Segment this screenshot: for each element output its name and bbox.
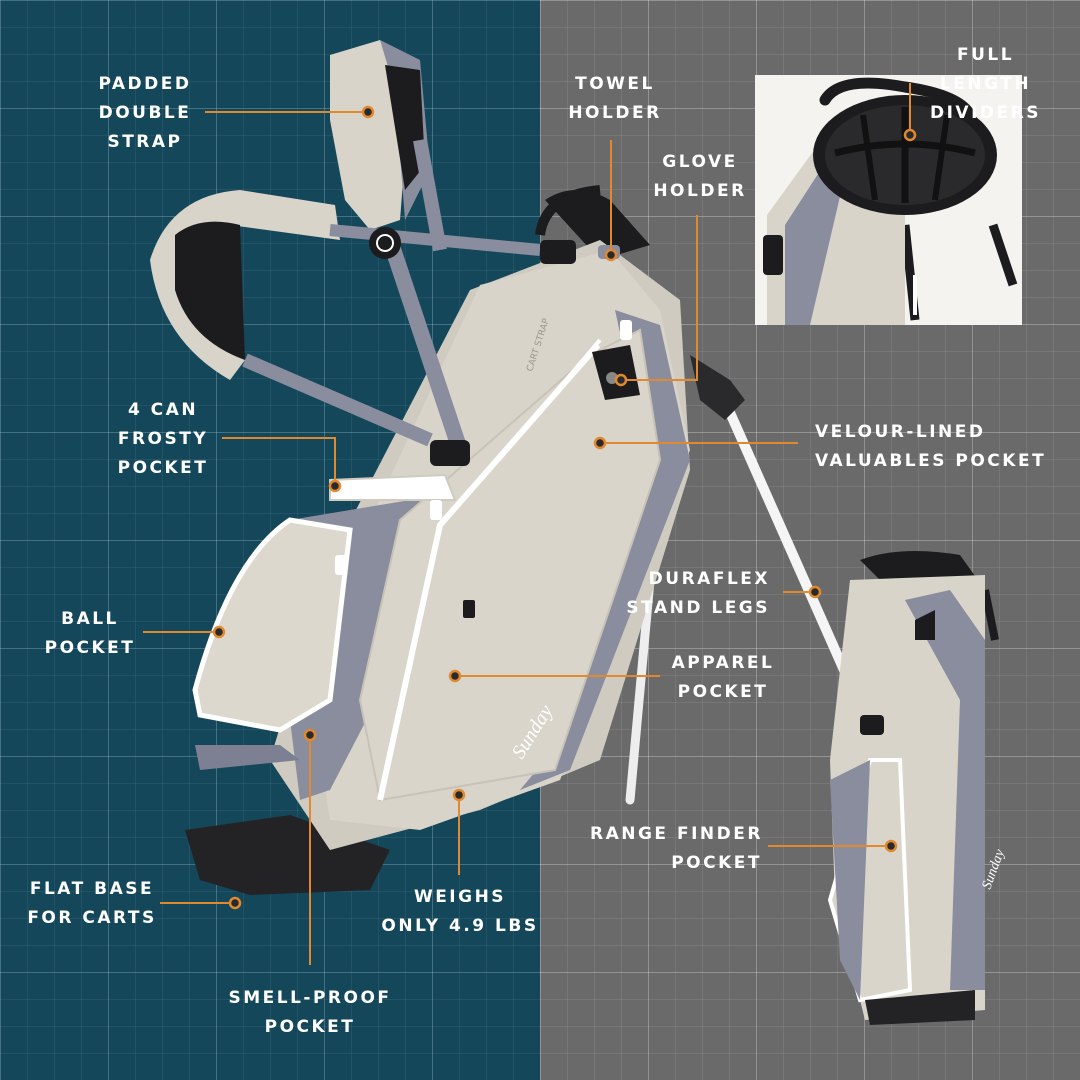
callout-duraflex-stand-legs: DURAFLEX STAND LEGS [626,569,770,618]
callout-lines [143,83,911,965]
callout-dots [212,105,917,910]
callout-padded-double-strap: PADDED DOUBLE STRAP [98,74,192,152]
callout-ball-pocket: BALL POCKET [44,609,136,658]
side-view-bag: Sunday [827,551,1008,1025]
callout-towel-holder: TOWEL HOLDER [568,74,662,123]
callout-range-finder-pocket: RANGE FINDER POCKET [590,824,763,873]
inset-top-view-photo [755,75,1022,325]
top-view-bag-illustration [755,75,1022,325]
double-strap [150,40,576,466]
callout-smell-proof-pocket: SMELL-PROOF POCKET [228,988,392,1037]
callout-weighs-only: WEIGHS ONLY 4.9 LBS [381,887,539,936]
main-bag: Sunday CART STRAP [185,185,880,895]
callout-glove-holder: GLOVE HOLDER [653,152,747,201]
callout-4-can-frosty-pocket: 4 CAN FROSTY POCKET [117,400,209,478]
callout-velour-lined-valuables-pocket: VELOUR-LINED VALUABLES POCKET [815,422,1047,471]
callout-flat-base-for-carts: FLAT BASE FOR CARTS [27,879,157,928]
callout-full-length-dividers: FULL LENGTH DIVIDERS [930,45,1041,123]
callout-apparel-pocket: APPAREL POCKET [671,653,775,702]
